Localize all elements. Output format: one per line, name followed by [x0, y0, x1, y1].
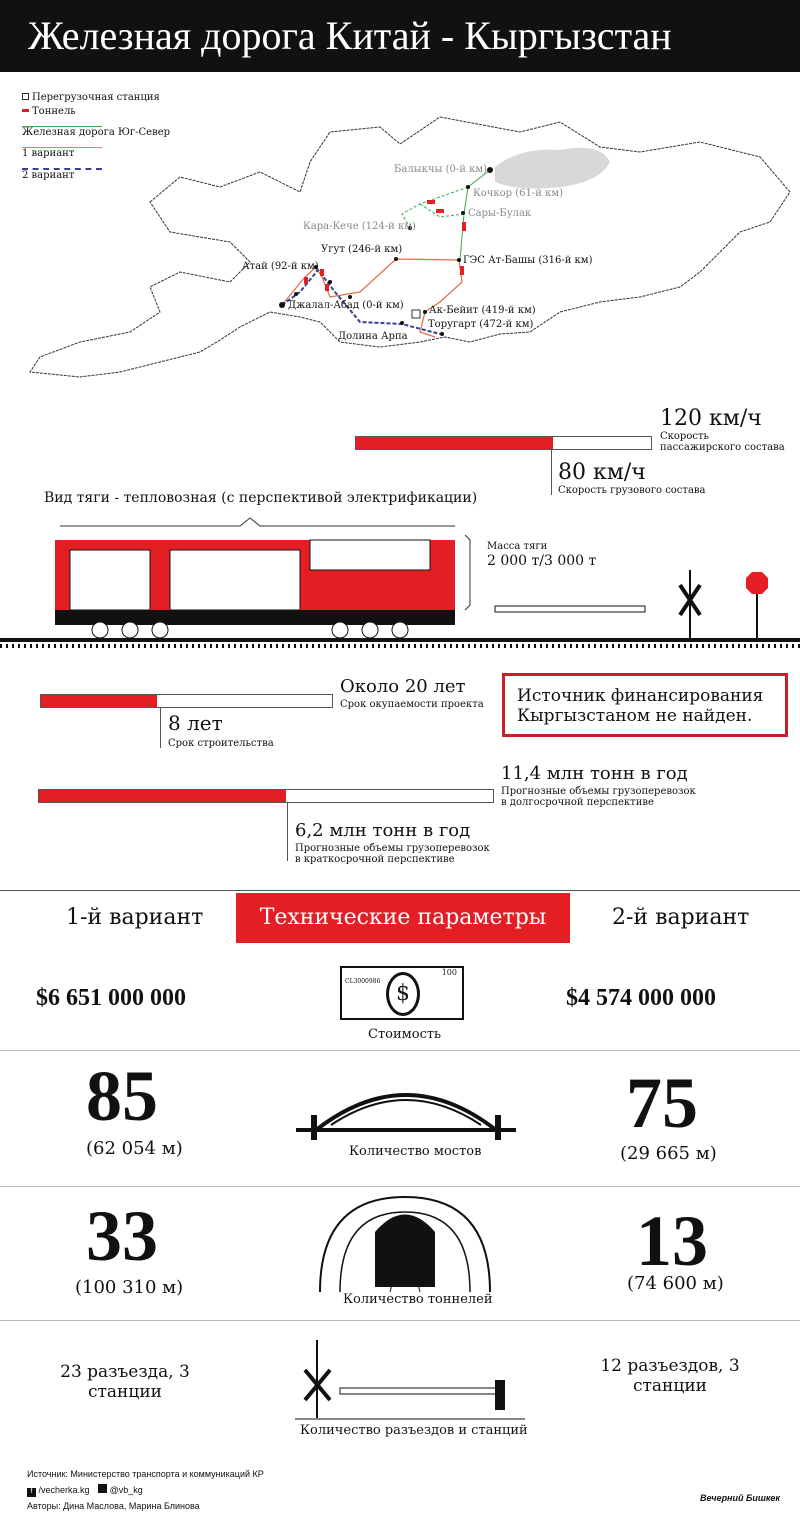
- bridges-v2-length: (29 665 м): [620, 1143, 717, 1164]
- cost-v1: $6 651 000 000: [36, 985, 186, 1011]
- passenger-speed-label: Скорость пассажирского состава: [660, 431, 785, 453]
- payback-value: Около 20 лет: [340, 676, 466, 697]
- sidings-v1: 23 разъезда, 3 станции: [60, 1362, 190, 1402]
- station-arpa: Долина Арпа: [338, 331, 408, 342]
- payback-bar: [40, 694, 333, 708]
- build-value: 8 лет: [168, 711, 223, 735]
- crossing-barrier-icon: [295, 1340, 525, 1420]
- banknote-icon: CL3000986 100 $: [340, 966, 464, 1020]
- cargo-speed-value: 80 км/ч: [558, 460, 646, 485]
- cargo-short-value: 6,2 млн тонн в год: [295, 820, 471, 841]
- map-legend: Перегрузочная станция Тоннель Железная д…: [22, 92, 171, 181]
- speed-bar: [355, 436, 652, 450]
- station-ak-beyit: Ак-Бейит (419-й км): [429, 305, 536, 316]
- station-atai: Атай (92-й км): [242, 261, 319, 272]
- station-kochkor: Кочкор (61-й км): [473, 188, 563, 199]
- twitter-icon: [98, 1484, 108, 1493]
- legend-transfer: Перегрузочная станция: [22, 92, 160, 103]
- tunnels-v2: 13: [636, 1201, 708, 1281]
- cargo-short-label: Прогнозные объемы грузоперевозок в кратк…: [295, 843, 490, 865]
- payback-label: Срок окупаемости проекта: [340, 699, 484, 710]
- cargo-long-label: Прогнозные объемы грузоперевозок в долго…: [501, 786, 696, 808]
- station-ugut: Угут (246-й км): [321, 244, 403, 255]
- locomotive-illustration: [0, 517, 800, 648]
- station-dots: [279, 167, 493, 336]
- sidings-v2: 12 разъездов, 3 станции: [600, 1356, 740, 1396]
- legend-v2: 2 вариант: [22, 170, 75, 181]
- cost-label: Стоимость: [368, 1027, 442, 1042]
- bridges-label: Количество мостов: [349, 1144, 482, 1159]
- traction-type: Вид тяги - тепловозная (с перспективой э…: [44, 490, 478, 506]
- cargo-speed-label: Скорость грузового состава: [558, 485, 706, 496]
- variant-2-header: 2-й вариант: [612, 905, 750, 930]
- bridges-v2: 75: [626, 1063, 698, 1143]
- kyrgyzstan-map: [29, 116, 791, 378]
- traction-mass-label: Масса тяги: [487, 541, 548, 552]
- station-jalal-abad: Джалал-Абад (0-й км): [288, 300, 404, 311]
- legend-north-south: Железная дорога Юг-Север: [22, 127, 171, 138]
- stop-sign-icon: [746, 572, 768, 594]
- tunnel-icon: [22, 109, 29, 112]
- bridges-v1: 85: [86, 1056, 158, 1136]
- publisher-logo: Вечерний Бишкек: [700, 1493, 780, 1503]
- tunnels-v2-length: (74 600 м): [627, 1273, 724, 1294]
- params-title: Технические параметры: [236, 893, 570, 943]
- tunnels-v1: 33: [86, 1196, 158, 1276]
- facebook-icon: f: [27, 1488, 36, 1497]
- station-kara-keche: Кара-Кече (124-й км): [303, 221, 416, 232]
- bridges-v1-length: (62 054 м): [86, 1138, 183, 1159]
- issyk-kul-lake: [495, 147, 610, 189]
- social-links: f /vecherka.kg @vb_kg: [27, 1484, 143, 1497]
- passenger-speed-value: 120 км/ч: [660, 406, 762, 431]
- build-label: Срок строительства: [168, 738, 274, 749]
- cargo-bar-fill: [39, 790, 286, 802]
- page-title: Железная дорога Китай - Кыргызстан: [0, 0, 800, 72]
- variant-1-header: 1-й вариант: [66, 905, 204, 930]
- kara-keche-branch: [401, 186, 469, 229]
- barrier-icon: [494, 605, 646, 613]
- station-sary-bulak: Сары-Булак: [468, 208, 532, 219]
- source: Источник: Министерство транспорта и комм…: [27, 1469, 264, 1479]
- twitter-link[interactable]: @vb_kg: [109, 1485, 143, 1495]
- station-balykchy: Балыкчы (0-й км): [394, 164, 488, 175]
- station-torugart: Торугарт (472-й км): [428, 319, 534, 330]
- station-ges: ГЭС Ат-Башы (316-й км): [463, 255, 593, 266]
- cargo-bar: [38, 789, 494, 803]
- tunnel-marks: [304, 200, 466, 291]
- traction-mass-value: 2 000 т/3 000 т: [487, 553, 597, 569]
- tunnels-label: Количество тоннелей: [343, 1292, 493, 1307]
- country-outline: [29, 116, 791, 378]
- speed-bar-fill: [356, 437, 553, 449]
- sidings-label: Количество разъездов и станций: [300, 1423, 528, 1438]
- legend-v1: 1 вариант: [22, 148, 75, 159]
- tunnels-v1-length: (100 310 м): [75, 1277, 184, 1298]
- rail-track: [0, 638, 800, 642]
- authors: Авторы: Дина Маслова, Марина Блинова: [27, 1501, 200, 1511]
- facebook-link[interactable]: /vecherka.kg: [38, 1485, 90, 1495]
- cargo-long-value: 11,4 млн тонн в год: [501, 763, 688, 784]
- legend-tunnel: Тоннель: [22, 106, 157, 117]
- tunnel-portal-icon: [319, 1195, 491, 1292]
- funding-note: Источник финансирования Кыргызстаном не …: [502, 673, 788, 737]
- transfer-station-icon: [22, 93, 29, 100]
- cost-v2: $4 574 000 000: [566, 985, 716, 1011]
- north-south-line: [459, 169, 491, 261]
- payback-bar-fill: [41, 695, 158, 707]
- bridge-icon: [296, 1093, 516, 1140]
